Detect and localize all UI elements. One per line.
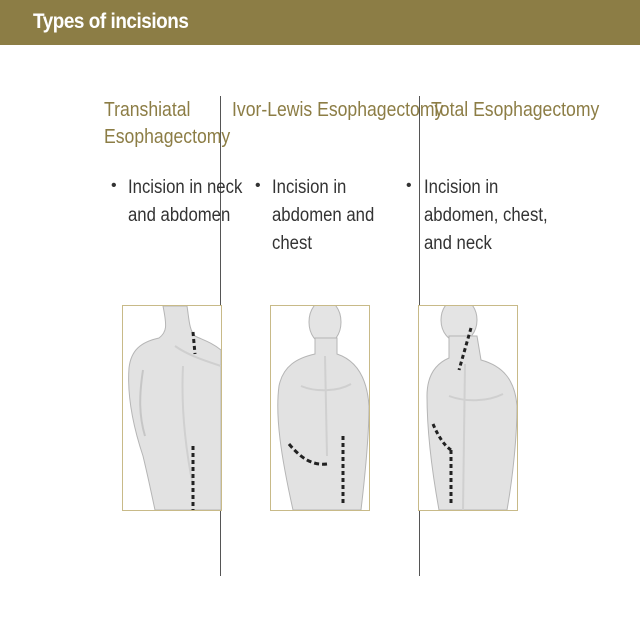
- torso-figure: [418, 305, 518, 511]
- bullet-icon: •: [255, 177, 261, 194]
- column-title: Total Esophagectomy: [431, 97, 599, 124]
- torso-figure: [122, 305, 222, 511]
- bullet-line: Incision in: [272, 177, 347, 198]
- column-title-line: Esophagectomy: [104, 126, 231, 148]
- bullet-icon: •: [111, 177, 117, 194]
- bullet-line: chest: [272, 233, 312, 254]
- bullet-line: abdomen, chest,: [424, 205, 548, 226]
- torso-figure-abdomen-chest-incision-icon: [277, 306, 369, 510]
- torso-figure-neck-abdomen-incision-icon: [128, 306, 221, 510]
- column-title: Transhiatal Esophagectomy: [104, 97, 230, 151]
- bullet-icon: •: [406, 177, 412, 194]
- header-bar: Types of incisions: [0, 0, 640, 45]
- bullet-line: Incision in: [424, 177, 499, 198]
- bullet-line: and neck: [424, 233, 492, 254]
- bullet-text: Incision in abdomen, chest, and neck: [424, 174, 548, 258]
- column-title-line: Ivor-Lewis Esophagectomy: [232, 99, 444, 121]
- torso-figure-abdomen-chest-neck-incision-icon: [426, 306, 517, 510]
- slide-title: Types of incisions: [33, 10, 189, 33]
- bullet-line: Incision in neck: [128, 177, 243, 198]
- bullet-line: abdomen and: [272, 205, 375, 226]
- column-title-line: Total Esophagectomy: [431, 99, 600, 121]
- bullet-line: and abdomen: [128, 205, 231, 226]
- bullet-text: Incision in neck and abdomen: [128, 174, 242, 230]
- column-title: Ivor-Lewis Esophagectomy: [232, 97, 443, 124]
- torso-figure: [270, 305, 370, 511]
- column-title-line: Transhiatal: [104, 99, 191, 121]
- bullet-text: Incision in abdomen and chest: [272, 174, 374, 258]
